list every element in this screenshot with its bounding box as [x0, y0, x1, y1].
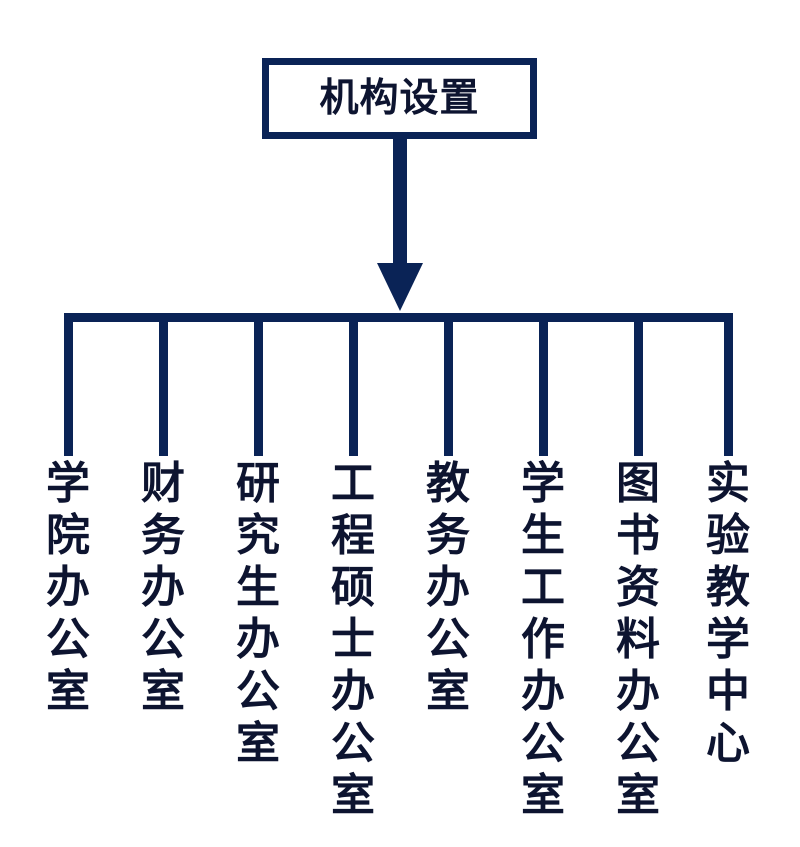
branch-label[interactable]: 工程硕士办公室 — [331, 458, 375, 821]
branch-stem — [254, 313, 263, 456]
branch-bus-bar — [67, 313, 732, 322]
branch-label[interactable]: 实验教学中心 — [706, 458, 750, 769]
branch-stem — [64, 313, 73, 456]
down-arrow-icon — [377, 263, 423, 311]
branch-label[interactable]: 图书资料办公室 — [616, 458, 660, 821]
branch-label[interactable]: 学院办公室 — [46, 458, 90, 717]
branch-stem — [634, 313, 643, 456]
branch-stem — [539, 313, 548, 456]
root-node-label: 机构设置 — [319, 76, 480, 121]
branch-label[interactable]: 财务办公室 — [141, 458, 185, 717]
arrow-shaft — [393, 138, 407, 266]
branch-label[interactable]: 教务办公室 — [426, 458, 470, 717]
branch-label[interactable]: 研究生办公室 — [236, 458, 280, 769]
branch-stem — [444, 313, 453, 456]
branch-label[interactable]: 学生工作办公室 — [521, 458, 565, 821]
branch-stem — [349, 313, 358, 456]
branch-stem — [724, 313, 733, 456]
root-node-box[interactable]: 机构设置 — [262, 58, 537, 139]
branch-stem — [159, 313, 168, 456]
